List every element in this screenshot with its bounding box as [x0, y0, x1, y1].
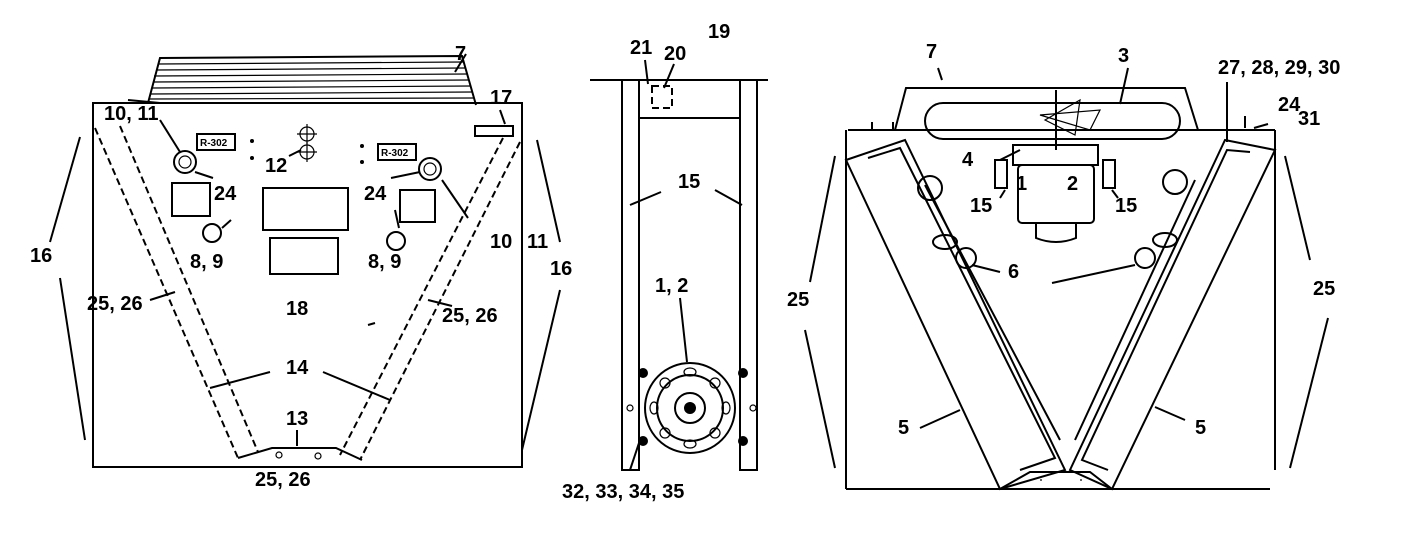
- connector-knob: [202, 223, 222, 243]
- callout-18: 18: [286, 298, 308, 320]
- motor-bracket: [1102, 159, 1116, 189]
- callout-12: 12: [265, 155, 287, 177]
- callout-1: 1: [1016, 173, 1027, 195]
- callout-15: 15: [970, 195, 992, 217]
- callout-27-30: 27, 28, 29, 30: [1218, 57, 1340, 79]
- callout-32-35: 32, 33, 34, 35: [562, 481, 684, 503]
- v-coil-frame: [94, 125, 521, 461]
- top-bracket: [474, 125, 514, 137]
- callout-25-26: 25, 26: [87, 293, 143, 315]
- callout-19: 19: [708, 21, 730, 43]
- side-view: 21 20 19 15 1, 2 32, 33, 34, 35: [562, 21, 768, 503]
- callout-31: 31: [1298, 108, 1320, 130]
- callout-5: 5: [1195, 417, 1206, 439]
- interior-v-coils: [844, 138, 1277, 491]
- front-cabinet: [92, 102, 523, 468]
- callout-20: 20: [664, 43, 686, 65]
- callout-6: 6: [1008, 261, 1019, 283]
- top-coil: [147, 54, 477, 106]
- connector-knob: [386, 231, 406, 251]
- tank: [924, 102, 1181, 140]
- right-tag: R-302: [381, 148, 409, 159]
- callout-16: 16: [550, 258, 572, 280]
- callout-24: 24: [1278, 94, 1301, 116]
- callout-17: 17: [490, 87, 512, 109]
- callout-25-26: 25, 26: [255, 469, 311, 491]
- interior-view: 7 3 27, 28, 29, 30 24 31 4 1 2 15 15 6 2…: [787, 41, 1340, 491]
- callout-8-9: 8, 9: [190, 251, 223, 273]
- callout-13: 13: [286, 408, 308, 430]
- callout-16: 16: [30, 245, 52, 267]
- connector-knob: [173, 150, 197, 174]
- callout-8-9: 8, 9: [368, 251, 401, 273]
- callout-3: 3: [1118, 45, 1129, 67]
- callout-25: 25: [787, 289, 809, 311]
- callout-24: 24: [364, 183, 387, 205]
- callout-7: 7: [455, 43, 466, 65]
- left-tag: R-302: [200, 138, 228, 149]
- callout-10: 10: [490, 231, 512, 253]
- callout-25: 25: [1313, 278, 1335, 300]
- motor: [1017, 164, 1095, 224]
- blower-wheel: [626, 362, 757, 454]
- callout-25-26: 25, 26: [442, 305, 498, 327]
- callout-10-11: 10, 11: [104, 103, 159, 125]
- connector-knob: [418, 157, 442, 181]
- front-view: R-302 R-302: [30, 43, 572, 491]
- callout-24: 24: [214, 183, 237, 205]
- callout-11: 11: [527, 231, 548, 253]
- callout-21: 21: [630, 37, 652, 59]
- callout-5: 5: [898, 417, 909, 439]
- callout-7: 7: [926, 41, 937, 63]
- callout-1-2: 1, 2: [655, 275, 688, 297]
- callout-4: 4: [962, 149, 974, 171]
- callout-15: 15: [678, 171, 700, 193]
- callout-14: 14: [286, 357, 309, 379]
- fitting-20: [651, 85, 673, 109]
- motor-bracket: [994, 159, 1008, 189]
- callout-15: 15: [1115, 195, 1137, 217]
- callout-2: 2: [1067, 173, 1078, 195]
